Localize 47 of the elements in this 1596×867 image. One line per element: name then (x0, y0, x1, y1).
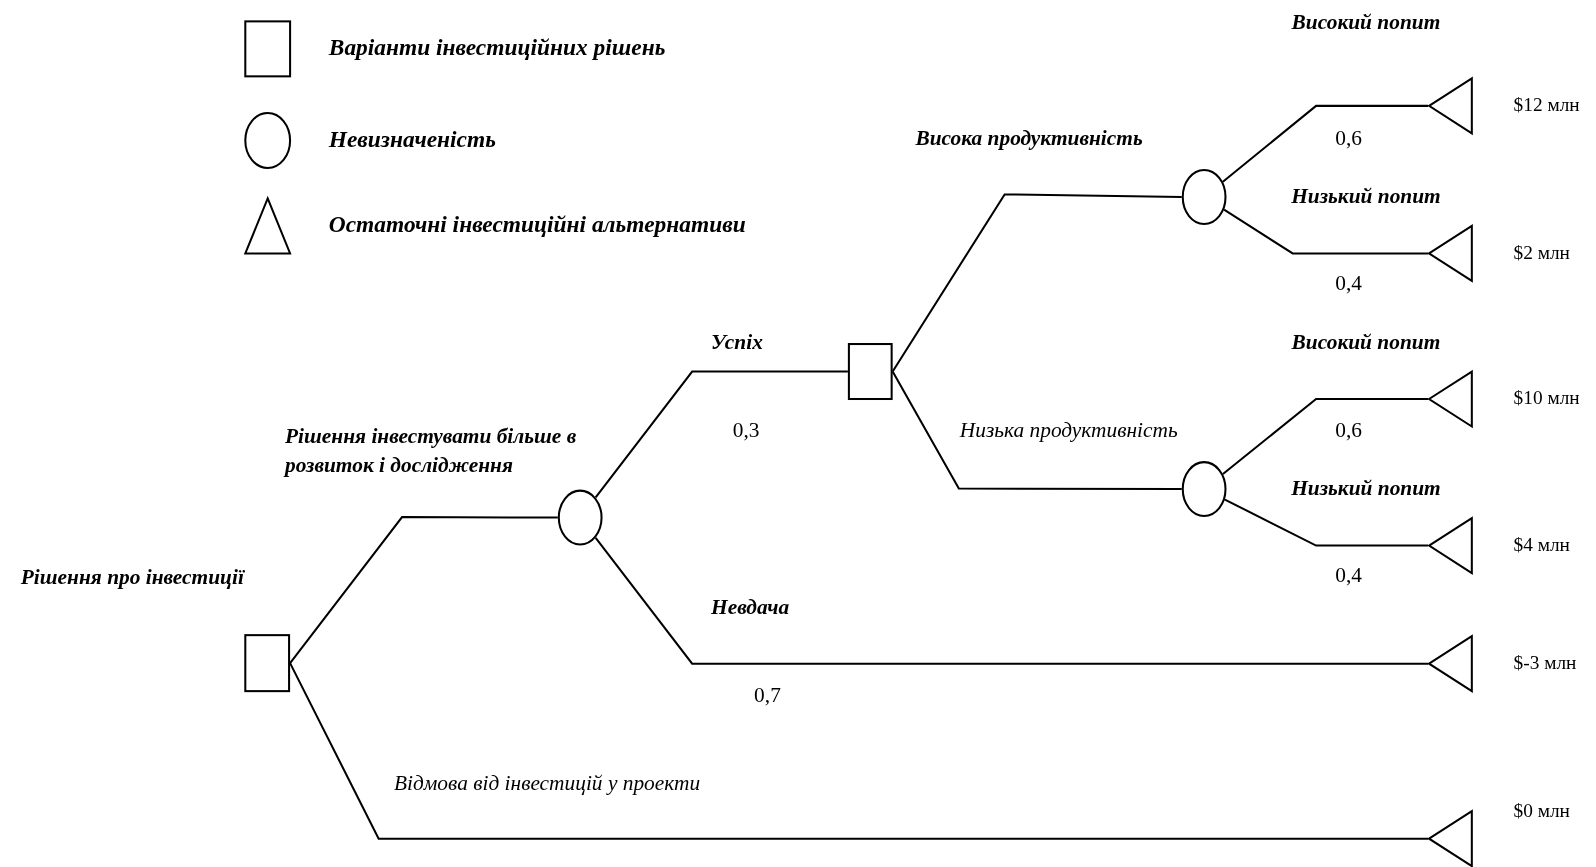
branch-label: Низький попит (1291, 183, 1441, 208)
branch-line (1222, 398, 1429, 475)
payoff-label: $2 млн (1513, 241, 1570, 264)
branch-label: Рішення інвестувати більше в розвиток і дослідження (285, 422, 578, 480)
payoff-label: $12 млн (1513, 93, 1580, 116)
payoff-label: $0 млн (1513, 800, 1570, 823)
branch-line (289, 516, 558, 664)
branch-label: Високий попит (1291, 329, 1441, 355)
probability-label: 0,6 (1335, 417, 1362, 442)
legend-text: Невизначеність (328, 126, 496, 154)
probability-label: 0,7 (754, 683, 781, 708)
end-triangle (1428, 224, 1473, 282)
branch-line (1222, 104, 1429, 183)
probability-label: 0,6 (1335, 125, 1362, 150)
branch-line (594, 370, 848, 498)
branch-label: Невдача (711, 594, 790, 619)
branch-label: Низький попит (1291, 475, 1441, 500)
branch-line (594, 537, 1429, 665)
branch-label: Відмова від інвестицій у проекти (393, 770, 701, 796)
legend-text: Остаточні інвестиційні альтернативи (328, 211, 746, 239)
decision-square (244, 634, 291, 693)
branch-line (891, 193, 1182, 373)
payoff-label: $-3 млн (1513, 651, 1577, 674)
branch-line (891, 371, 1182, 491)
probability-label: 0,3 (732, 417, 760, 442)
branch-label: Високий попит (1291, 9, 1441, 34)
payoff-label: $4 млн (1513, 533, 1570, 556)
decision-square (847, 343, 893, 400)
end-triangle (1428, 370, 1473, 428)
chance-circle (1181, 168, 1227, 225)
legend-text: Варіанти інвестиційних рішень (328, 34, 666, 62)
branch-line (1224, 498, 1429, 547)
end-triangle (1428, 77, 1473, 135)
branch-label: Висока продуктивність (915, 125, 1143, 150)
probability-label: 0,4 (1335, 270, 1362, 296)
node-caption: Рішення про інвестиції (20, 564, 244, 590)
branch-label: Успіх (711, 329, 763, 355)
end-triangle (1428, 635, 1473, 693)
payoff-label: $10 млн (1513, 386, 1580, 409)
chance-circle (1181, 461, 1227, 518)
end-triangle (1428, 810, 1473, 867)
probability-label: 0,4 (1335, 562, 1362, 588)
branch-line (1223, 208, 1429, 255)
chance-circle (557, 489, 603, 546)
end-triangle (1428, 517, 1473, 575)
branch-label: Низька продуктивність (959, 417, 1178, 442)
branch-line (289, 662, 1429, 840)
